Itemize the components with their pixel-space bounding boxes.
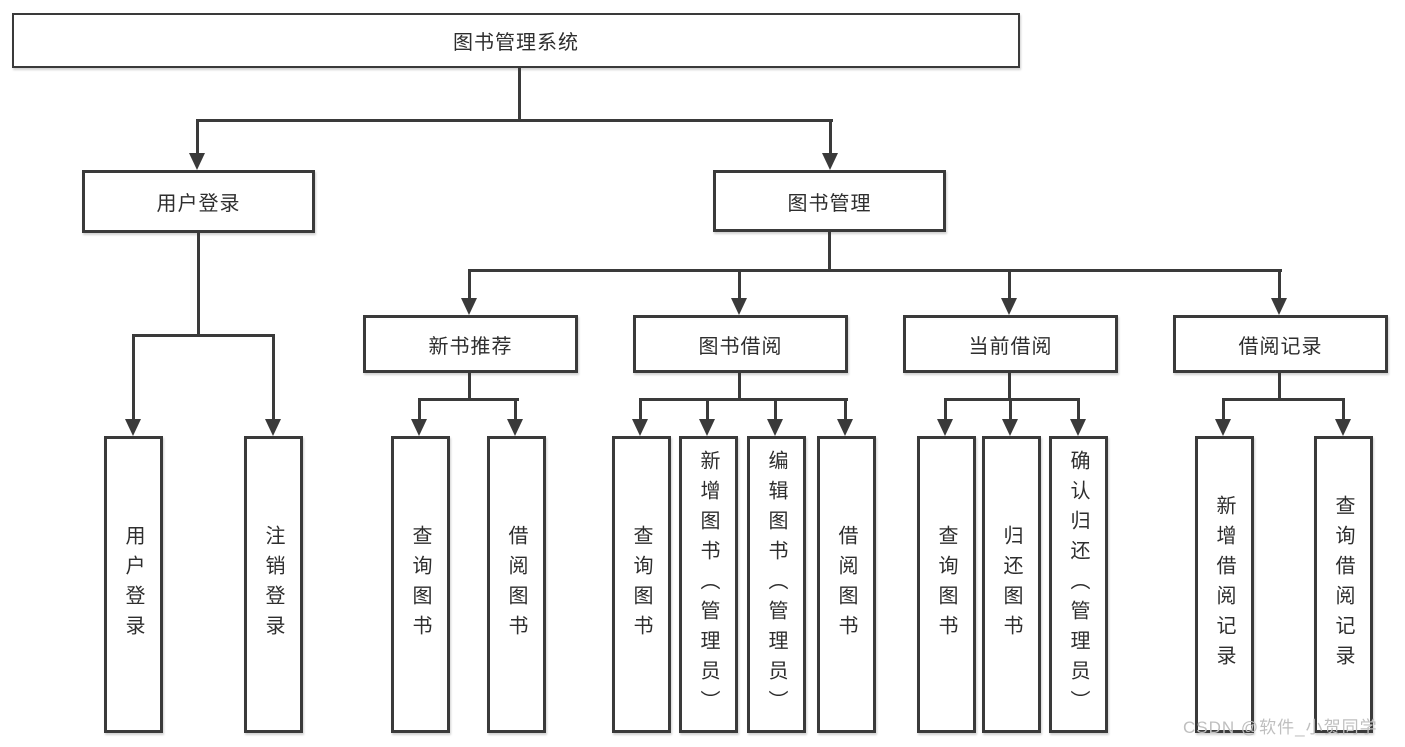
connector-line: [132, 336, 135, 419]
connector-line: [468, 373, 471, 400]
leaf-cb-return-books: 归还图书: [982, 436, 1041, 733]
leaf-user-login: 用户登录: [104, 436, 163, 733]
connector-line: [1342, 400, 1345, 419]
arrowhead-down-icon: [731, 298, 747, 315]
arrowhead-down-icon: [1271, 298, 1287, 315]
connector-line: [418, 398, 519, 401]
arrowhead-down-icon: [699, 419, 715, 436]
arrowhead-down-icon: [125, 419, 141, 436]
node-root-label: 图书管理系统: [453, 32, 579, 54]
node-new-book-recommend: 新书推荐: [363, 315, 578, 373]
node-book-management: 图书管理: [713, 170, 946, 232]
leaf-user-login-label: 用户登录: [122, 524, 144, 645]
leaf-logout: 注销登录: [244, 436, 303, 733]
node-book-management-label: 图书管理: [787, 192, 872, 215]
node-current-borrow: 当前借阅: [903, 315, 1118, 373]
node-user-login: 用户登录: [82, 170, 315, 233]
connector-line: [518, 68, 521, 122]
connector-line: [196, 121, 199, 154]
arrowhead-down-icon: [461, 298, 477, 315]
connector-line: [829, 121, 832, 154]
arrowhead-down-icon: [1001, 298, 1017, 315]
connector-line: [514, 400, 517, 419]
leaf-bb-edit-books-admin: 编辑图书（管理员）: [747, 436, 806, 733]
leaf-bb-query-books: 查询图书: [612, 436, 671, 733]
arrowhead-down-icon: [1002, 419, 1018, 436]
connector-line: [1278, 373, 1281, 400]
leaf-cb-query-books: 查询图书: [917, 436, 976, 733]
leaf-bb-edit-books-admin-label: 编辑图书（管理员）: [765, 449, 787, 720]
connector-line: [944, 400, 947, 419]
connector-line: [1222, 400, 1225, 419]
connector-line: [132, 334, 275, 337]
leaf-nb-borrow-books-label: 借阅图书: [505, 524, 527, 645]
leaf-br-query-record-label: 查询借阅记录: [1332, 494, 1354, 675]
leaf-cb-query-books-label: 查询图书: [935, 524, 957, 645]
leaf-nb-borrow-books: 借阅图书: [487, 436, 546, 733]
arrowhead-down-icon: [411, 419, 427, 436]
leaf-cb-confirm-return-admin: 确认归还（管理员）: [1049, 436, 1108, 733]
arrowhead-down-icon: [265, 419, 281, 436]
arrowhead-down-icon: [189, 153, 205, 170]
node-user-login-label: 用户登录: [156, 193, 241, 215]
arrowhead-down-icon: [632, 419, 648, 436]
connector-line: [844, 400, 847, 419]
leaf-logout-label: 注销登录: [262, 524, 284, 645]
connector-line: [774, 400, 777, 419]
leaf-br-add-record-label: 新增借阅记录: [1213, 494, 1235, 675]
node-book-borrow-label: 图书借阅: [698, 335, 783, 358]
leaf-cb-confirm-return-admin-label: 确认归还（管理员）: [1067, 449, 1089, 720]
connector-line: [1278, 271, 1281, 298]
connector-line: [639, 400, 642, 419]
arrowhead-down-icon: [767, 419, 783, 436]
leaf-bb-add-books-admin: 新增图书（管理员）: [679, 436, 738, 733]
connector-line: [639, 398, 848, 401]
leaf-bb-borrow-books: 借阅图书: [817, 436, 876, 733]
connector-line: [828, 232, 831, 271]
connector-line: [1008, 271, 1011, 298]
connector-line: [196, 119, 833, 122]
connector-line: [1008, 373, 1011, 400]
watermark: CSDN @软件_小贺同学: [1183, 718, 1378, 737]
connector-line: [468, 271, 471, 298]
node-borrow-records-label: 借阅记录: [1238, 335, 1323, 358]
connector-line: [1077, 400, 1080, 419]
leaf-br-query-record: 查询借阅记录: [1314, 436, 1373, 733]
arrowhead-down-icon: [937, 419, 953, 436]
arrowhead-down-icon: [837, 419, 853, 436]
leaf-nb-query-books-label: 查询图书: [409, 524, 431, 645]
arrowhead-down-icon: [1215, 419, 1231, 436]
connector-line: [944, 398, 1080, 401]
connector-line: [272, 336, 275, 419]
connector-line: [197, 233, 200, 337]
connector-line: [418, 400, 421, 419]
node-new-book-recommend-label: 新书推荐: [428, 335, 513, 358]
node-current-borrow-label: 当前借阅: [968, 335, 1053, 358]
arrowhead-down-icon: [822, 153, 838, 170]
node-borrow-records: 借阅记录: [1173, 315, 1388, 373]
connector-line: [738, 373, 741, 400]
node-book-borrow: 图书借阅: [633, 315, 848, 373]
leaf-nb-query-books: 查询图书: [391, 436, 450, 733]
connector-line: [706, 400, 709, 419]
connector-line: [1222, 398, 1345, 401]
leaf-bb-add-books-admin-label: 新增图书（管理员）: [697, 449, 719, 720]
arrowhead-down-icon: [507, 419, 523, 436]
connector-line: [1009, 400, 1012, 419]
leaf-bb-borrow-books-label: 借阅图书: [835, 524, 857, 645]
arrowhead-down-icon: [1335, 419, 1351, 436]
leaf-cb-return-books-label: 归还图书: [1000, 524, 1022, 645]
arrowhead-down-icon: [1070, 419, 1086, 436]
leaf-br-add-record: 新增借阅记录: [1195, 436, 1254, 733]
leaf-bb-query-books-label: 查询图书: [630, 524, 652, 645]
node-root: 图书管理系统: [12, 13, 1020, 68]
connector-line: [468, 269, 1282, 272]
connector-line: [738, 271, 741, 298]
